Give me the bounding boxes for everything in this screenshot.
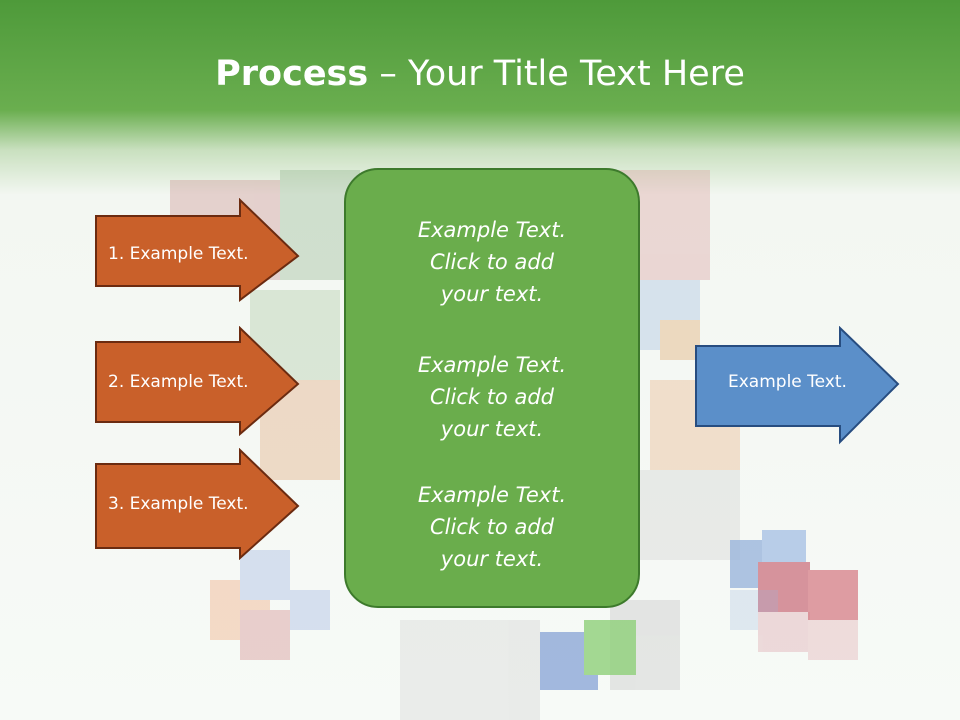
right-arrow-fill (695, 326, 900, 445)
slide-title: Process – Your Title Text Here (0, 52, 960, 96)
panel-paragraph-1-line-3: your text. (440, 282, 544, 306)
panel-paragraph-1-line-2: Click to add (429, 250, 554, 274)
panel-paragraph-2-line-2: Click to add (429, 385, 554, 409)
arrow-shape (695, 326, 900, 445)
panel-paragraph-3-line-3: your text. (440, 547, 544, 571)
arrow-shape (95, 326, 300, 436)
arrow-shape (95, 198, 300, 302)
center-text-panel[interactable]: Example Text. Click to add your text. Ex… (344, 168, 640, 608)
right-arrow-label: Example Text. (728, 372, 847, 392)
title-rest: – Your Title Text Here (368, 54, 745, 94)
panel-paragraph-3-line-1: Example Text. (417, 483, 567, 507)
panel-paragraph-1: Example Text. Click to add your text. (346, 214, 638, 310)
arrow-shape (95, 448, 300, 560)
panel-paragraph-2: Example Text. Click to add your text. (346, 349, 638, 445)
left-arrow-2[interactable]: 2. Example Text. (94, 326, 300, 436)
panel-paragraph-1-line-1: Example Text. (417, 218, 567, 242)
arrow-1-fill (95, 198, 300, 302)
left-arrow-3-label: 3. Example Text. (108, 494, 249, 514)
left-arrow-1-label: 1. Example Text. (108, 244, 249, 264)
panel-paragraph-2-line-3: your text. (440, 417, 544, 441)
panel-paragraph-3: Example Text. Click to add your text. (346, 479, 638, 575)
left-arrow-1[interactable]: 1. Example Text. (94, 198, 300, 302)
arrow-2-fill (95, 326, 300, 436)
panel-paragraph-2-line-1: Example Text. (417, 353, 567, 377)
left-arrow-3[interactable]: 3. Example Text. (94, 448, 300, 560)
title-bold: Process (215, 54, 369, 94)
left-arrow-2-label: 2. Example Text. (108, 372, 249, 392)
right-arrow[interactable]: Example Text. (694, 326, 900, 446)
arrow-3-fill (95, 448, 300, 560)
panel-paragraph-3-line-2: Click to add (429, 515, 554, 539)
